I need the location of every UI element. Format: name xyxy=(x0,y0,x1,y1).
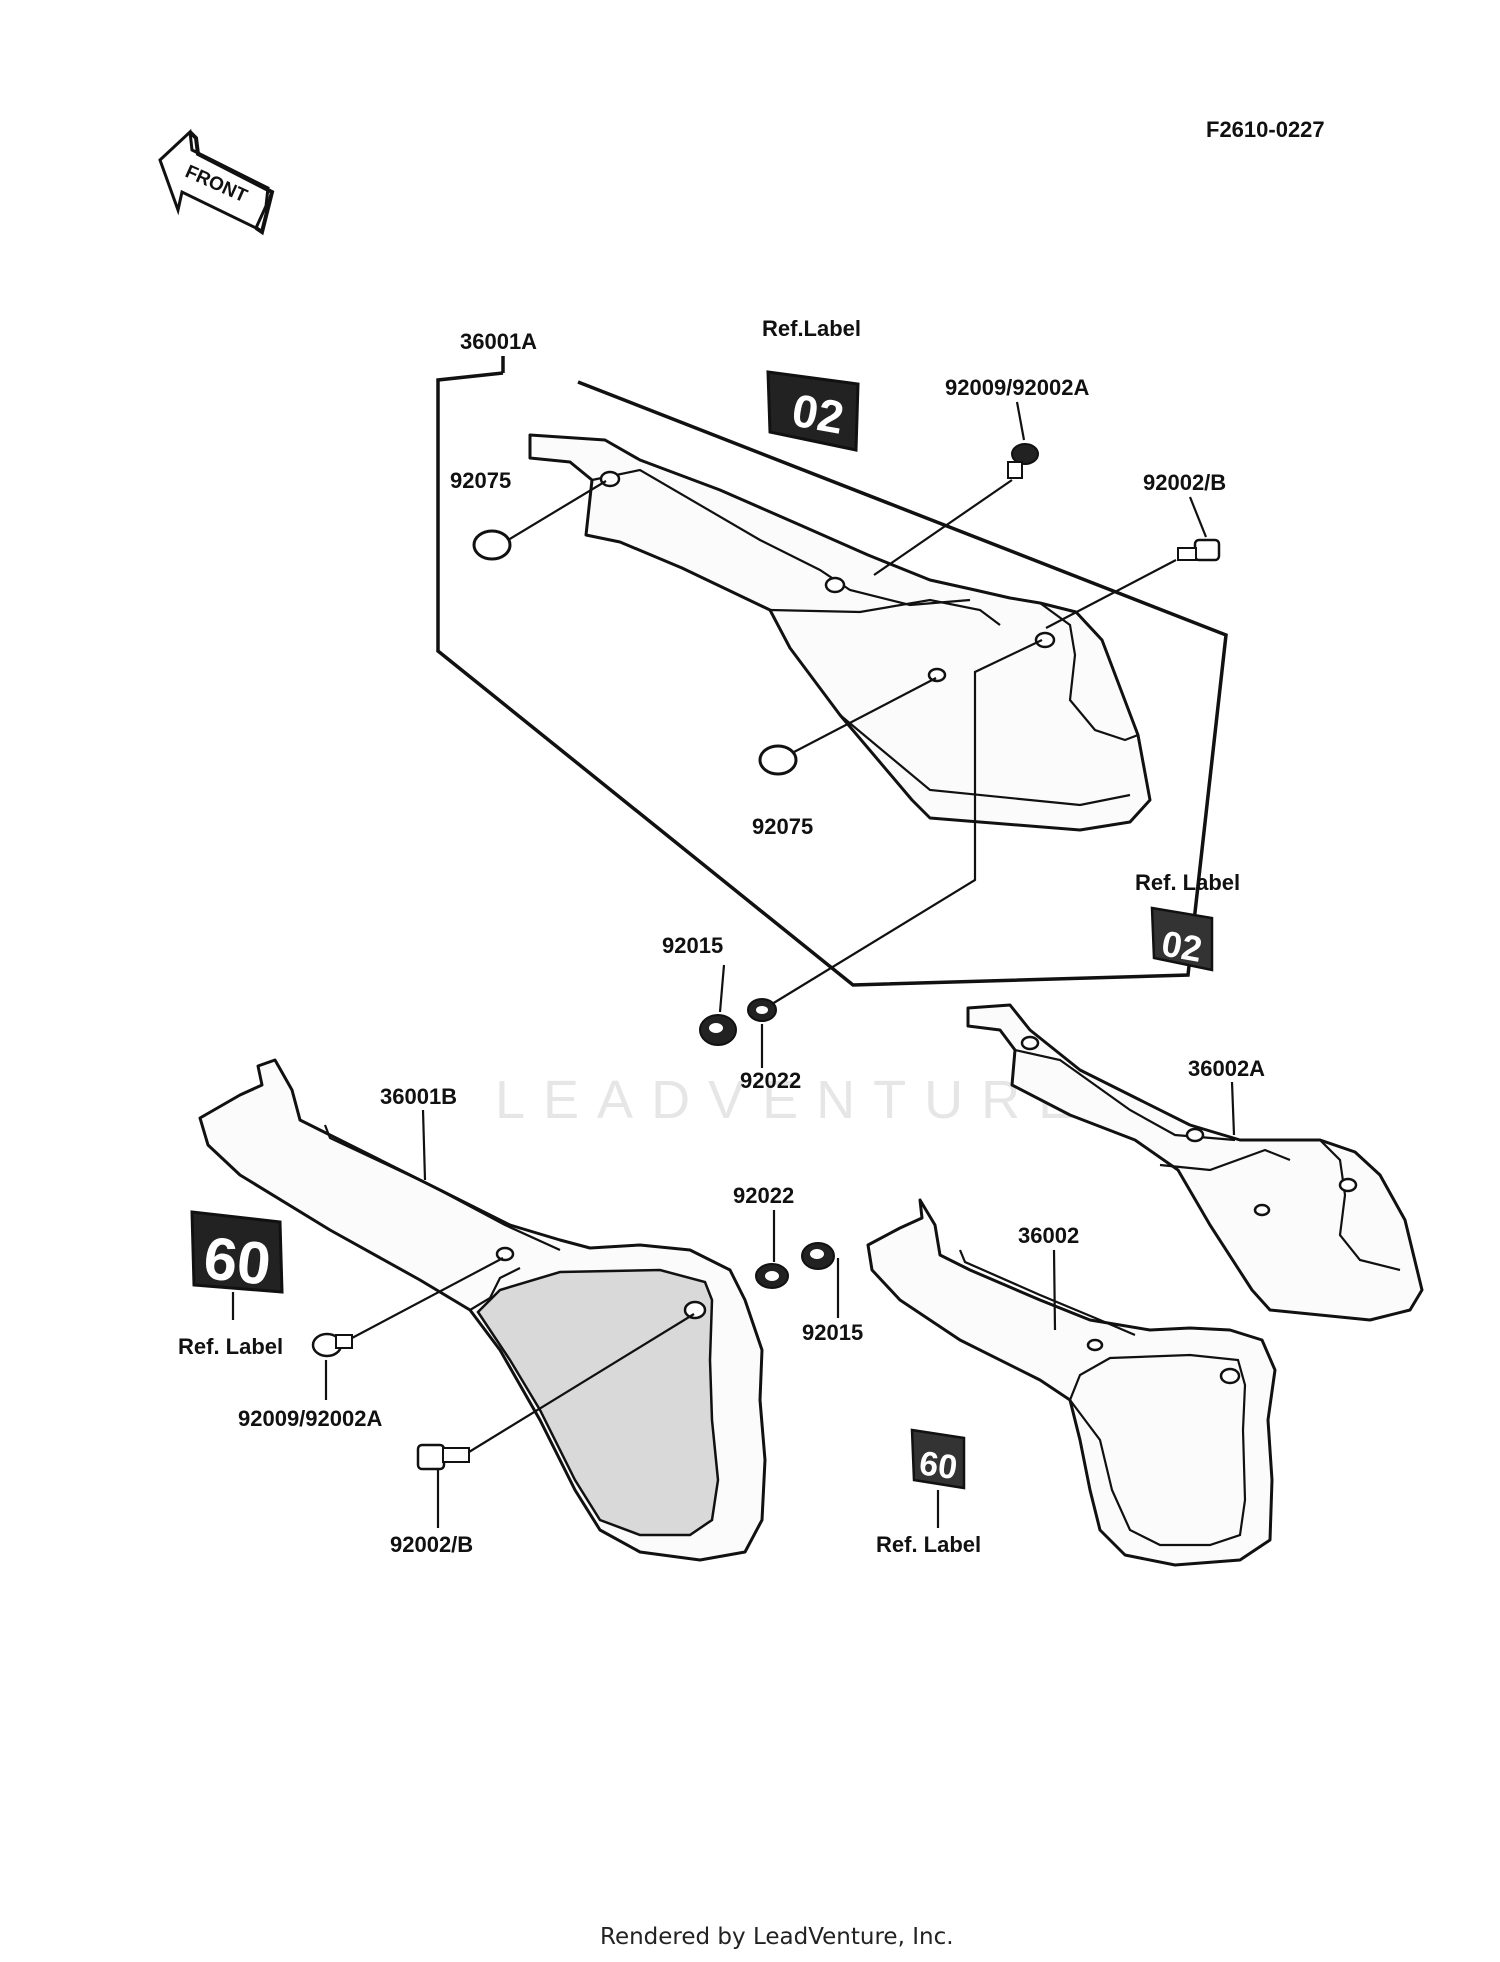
mount-hole-36002A-c xyxy=(1253,1203,1271,1217)
label-ref-label-bottom: Ref. Label xyxy=(876,1532,981,1557)
label-92009-92002A-bottom: 92009/92002A xyxy=(238,1406,382,1431)
label-92022-left: 92022 xyxy=(740,1068,801,1093)
assembly-36001A-outline xyxy=(436,356,1228,987)
ref-label-badge-top: 02 xyxy=(766,370,860,452)
mount-hole-top-mid xyxy=(824,576,846,594)
ref-badge-top-text: 02 xyxy=(788,384,847,444)
mount-hole-36002-rear xyxy=(1219,1367,1241,1385)
label-92002B-bottom: 92002/B xyxy=(390,1532,473,1557)
side-cover-36002 xyxy=(866,1198,1277,1567)
grommet-92075-b xyxy=(758,677,937,776)
label-92002B-top: 92002/B xyxy=(1143,470,1226,495)
mount-hole-middle xyxy=(927,667,947,683)
mount-hole-36002A-b xyxy=(1185,1127,1205,1143)
mount-hole-rear xyxy=(1034,631,1056,649)
label-36002A: 36002A xyxy=(1188,1056,1265,1081)
side-cover-36001A xyxy=(528,433,1152,832)
collar-92015-left xyxy=(699,1014,737,1046)
ref-badge-left-text: 60 xyxy=(201,1224,274,1298)
bolt-92009-92002A-top xyxy=(873,443,1039,576)
ref-label-badge-bottom: 60 xyxy=(910,1428,966,1490)
footer-credit: Rendered by LeadVenture, Inc. xyxy=(600,1924,954,1950)
label-ref-label-right: Ref. Label xyxy=(1135,870,1240,895)
mount-hole-top-left xyxy=(599,470,621,488)
side-cover-36001B xyxy=(198,1058,767,1562)
label-92015-left: 92015 xyxy=(662,933,723,958)
label-92022-mid: 92022 xyxy=(733,1183,794,1208)
bolt-92002B-bottom xyxy=(416,1313,695,1471)
label-ref-label-top: Ref.Label xyxy=(762,316,861,341)
ref-label-badge-right: 02 xyxy=(1150,906,1214,972)
label-92075-a: 92075 xyxy=(450,468,511,493)
ref-badge-right-text: 02 xyxy=(1159,923,1206,970)
washer-92022-mid xyxy=(755,1263,789,1289)
ref-badge-bottom-text: 60 xyxy=(917,1444,960,1487)
side-cover-36001B-mesh-panel xyxy=(476,1268,720,1537)
front-arrow-icon: FRONT xyxy=(158,128,275,236)
mount-hole-36001B-rear xyxy=(683,1300,707,1320)
mount-hole-36002A-a xyxy=(1020,1035,1040,1051)
label-92075-b: 92075 xyxy=(752,814,813,839)
bolt-92002B-top xyxy=(1045,538,1221,629)
label-leaders xyxy=(231,401,1236,1528)
side-cover-36002A xyxy=(966,1003,1424,1322)
bolt-92009-92002A-bottom xyxy=(311,1257,504,1358)
label-36001B: 36001B xyxy=(380,1084,457,1109)
label-ref-label-left: Ref. Label xyxy=(178,1334,283,1359)
watermark: LEADVENTURE xyxy=(495,1070,1092,1130)
diagram-code: F2610-0227 xyxy=(1206,117,1325,142)
label-36002: 36002 xyxy=(1018,1223,1079,1248)
collar-92015-mid xyxy=(801,1242,835,1270)
washer-92022-left xyxy=(747,998,777,1022)
mount-hole-36002-top xyxy=(1086,1338,1104,1352)
mount-hole-36002A-d xyxy=(1338,1177,1358,1193)
label-92009-92002A-top: 92009/92002A xyxy=(945,375,1089,400)
mount-hole-36001B-top xyxy=(495,1246,515,1262)
label-92015-mid: 92015 xyxy=(802,1320,863,1345)
leader-rear-mount-upper xyxy=(771,639,1043,1005)
label-36001A: 36001A xyxy=(460,329,537,354)
grommet-92075-a xyxy=(472,480,607,561)
ref-label-badge-left: 60 xyxy=(190,1210,284,1298)
